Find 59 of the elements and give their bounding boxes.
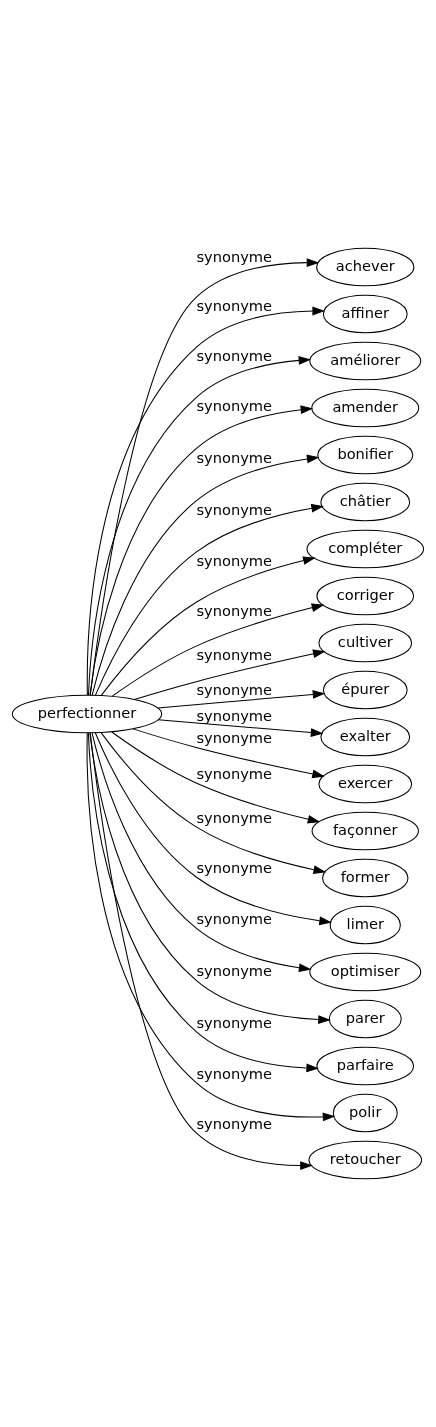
arrow xyxy=(87,732,319,1073)
node-ellipse: corriger xyxy=(316,576,415,616)
arrow xyxy=(100,556,316,696)
node-ellipse: polir xyxy=(332,1093,398,1133)
node-ellipse: cultiver xyxy=(318,623,413,663)
arrow xyxy=(89,732,313,1170)
node-ellipse: façonner xyxy=(311,811,419,851)
node-ellipse: bonifier xyxy=(317,435,414,475)
edge-label: synonyme xyxy=(196,729,273,747)
node-ellipse: affiner xyxy=(322,294,408,334)
edge-label: synonyme xyxy=(196,397,273,415)
arrow xyxy=(100,732,327,874)
arrow xyxy=(91,732,312,973)
edge-label: synonyme xyxy=(196,962,273,980)
node-ellipse: compléter xyxy=(306,529,425,569)
edge-label: synonyme xyxy=(196,500,273,518)
node-ellipse: parfaire xyxy=(316,1046,415,1086)
node-ellipse: perfectionner xyxy=(11,694,163,734)
arrow xyxy=(86,732,336,1122)
edge-label: synonyme xyxy=(196,645,273,663)
node-ellipse: exercer xyxy=(318,764,413,804)
edge-label: synonyme xyxy=(196,551,273,569)
edge-label: synonyme xyxy=(196,764,273,782)
arrow xyxy=(111,731,321,824)
arrow xyxy=(157,719,324,737)
edge-label: synonyme xyxy=(196,681,273,699)
node-ellipse: exalter xyxy=(320,717,411,757)
arrow xyxy=(89,732,331,1024)
edge-label: synonyme xyxy=(196,1013,273,1031)
arrow xyxy=(157,690,326,709)
edge-label: synonyme xyxy=(196,1064,273,1082)
node-ellipse: châtier xyxy=(320,482,411,522)
node-ellipse: optimiser xyxy=(309,952,422,992)
arrow xyxy=(91,454,320,696)
edge-label: synonyme xyxy=(196,858,273,876)
node-ellipse: améliorer xyxy=(309,341,422,381)
arrow xyxy=(111,603,325,697)
edge-label: synonyme xyxy=(196,297,273,315)
arrow xyxy=(133,649,326,700)
node-ellipse: former xyxy=(322,858,409,898)
node-ellipse: achever xyxy=(316,247,415,287)
edge-label: synonyme xyxy=(196,602,273,620)
arrow xyxy=(89,405,314,696)
node-ellipse: parer xyxy=(328,999,402,1039)
edge-label: synonyme xyxy=(196,808,273,826)
edge-label: synonyme xyxy=(196,706,273,724)
arrow xyxy=(87,356,312,696)
edge-label: synonyme xyxy=(196,247,273,265)
edge-label: synonyme xyxy=(196,910,273,928)
node-ellipse: amender xyxy=(311,388,420,428)
arrow xyxy=(132,728,325,779)
arrow xyxy=(94,732,332,926)
node-ellipse: épurer xyxy=(322,670,408,710)
edge-label: synonyme xyxy=(196,448,273,466)
arrow xyxy=(95,503,324,696)
edge-label: synonyme xyxy=(196,1114,273,1132)
edge-label: synonyme xyxy=(196,347,273,365)
node-ellipse: limer xyxy=(329,905,401,945)
node-ellipse: retoucher xyxy=(308,1140,423,1180)
